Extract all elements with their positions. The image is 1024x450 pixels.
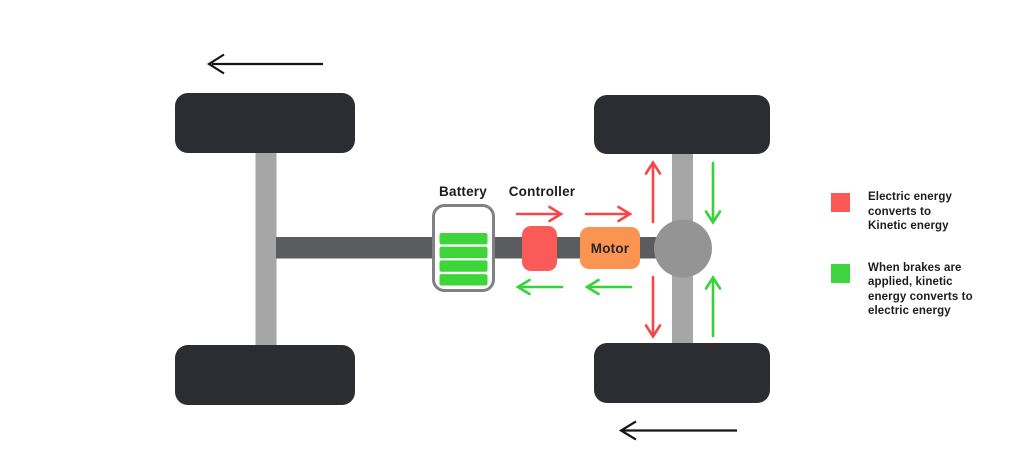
electric-flow-arrow-axle-up <box>644 160 662 224</box>
motor-block <box>580 227 640 269</box>
legend-text-regenerative-braking: When brakes are applied, kinetic energy … <box>868 261 973 318</box>
travel-direction-arrow-front <box>206 53 323 75</box>
battery-bar <box>439 260 488 272</box>
battery-label: Battery <box>439 184 487 199</box>
wheel-rear-top <box>594 95 770 154</box>
wheel-front-top <box>175 93 355 153</box>
legend-item-electric-energy: Electric energy converts to Kinetic ener… <box>831 190 1021 234</box>
legend: Electric energy converts to Kinetic ener… <box>831 190 1021 319</box>
electric-flow-arrow-axle-down <box>644 275 662 339</box>
battery-bar <box>439 246 488 259</box>
battery-block <box>432 204 495 292</box>
red-swatch-icon <box>831 193 850 212</box>
travel-direction-arrow-rear <box>618 420 737 441</box>
front-axle <box>255 150 277 350</box>
regen-flow-arrow-axle-top-down <box>704 161 722 225</box>
electric-flow-arrow-controller-to-motor <box>584 205 633 223</box>
regen-flow-arrow-motor-to-controller <box>584 278 633 296</box>
controller-label: Controller <box>508 184 576 199</box>
motor-label: Motor <box>590 240 630 256</box>
regen-flow-arrow-controller-to-battery <box>515 278 564 296</box>
battery-bar <box>439 233 488 245</box>
wheel-front-bottom <box>175 345 355 405</box>
controller-block <box>522 226 557 271</box>
green-swatch-icon <box>831 263 850 283</box>
electric-flow-arrow-battery-to-controller <box>515 205 564 223</box>
battery-bar <box>439 274 488 286</box>
battery-charge-bars <box>439 233 488 286</box>
wheel-rear-bottom <box>594 343 770 403</box>
differential <box>654 219 712 278</box>
legend-item-regenerative-braking: When brakes are applied, kinetic energy … <box>831 261 1021 319</box>
regen-flow-arrow-axle-bottom-up <box>704 275 722 338</box>
legend-text-electric-energy: Electric energy converts to Kinetic ener… <box>868 191 952 232</box>
